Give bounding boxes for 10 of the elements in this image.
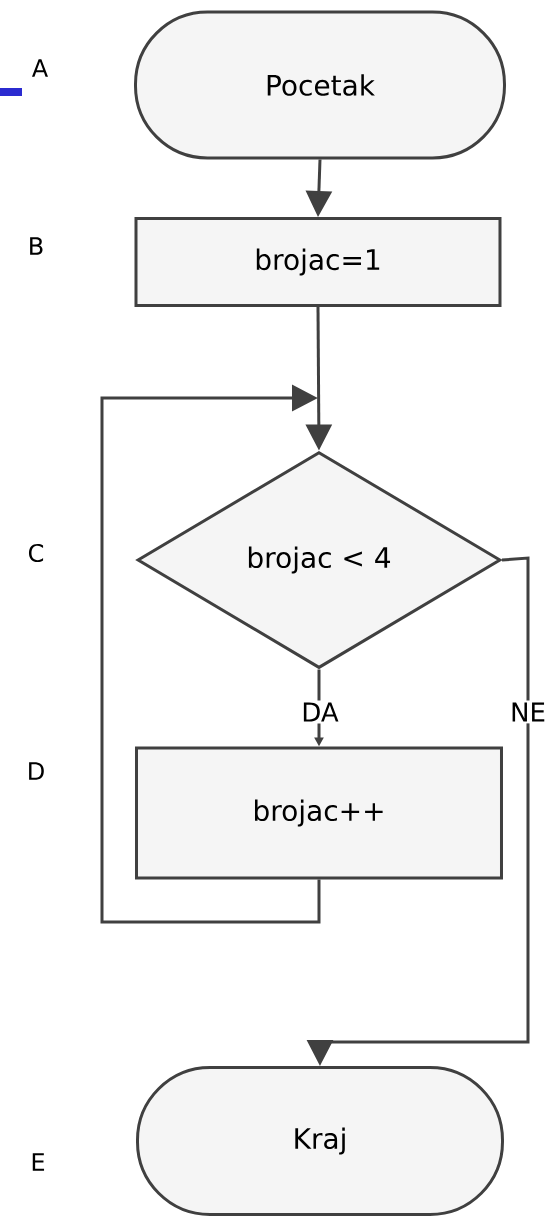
row-letter: B <box>30 237 43 255</box>
row-letter: E <box>32 1153 45 1171</box>
edge-label: DA <box>299 700 341 724</box>
process-box: brojac=1 <box>134 217 502 307</box>
process-box: brojac++ <box>135 746 503 880</box>
row-letter: D <box>29 762 44 780</box>
row-letter: A <box>32 59 48 77</box>
edge-label: NE <box>508 700 548 724</box>
arrow <box>100 384 321 924</box>
row-letter: C <box>28 543 44 563</box>
